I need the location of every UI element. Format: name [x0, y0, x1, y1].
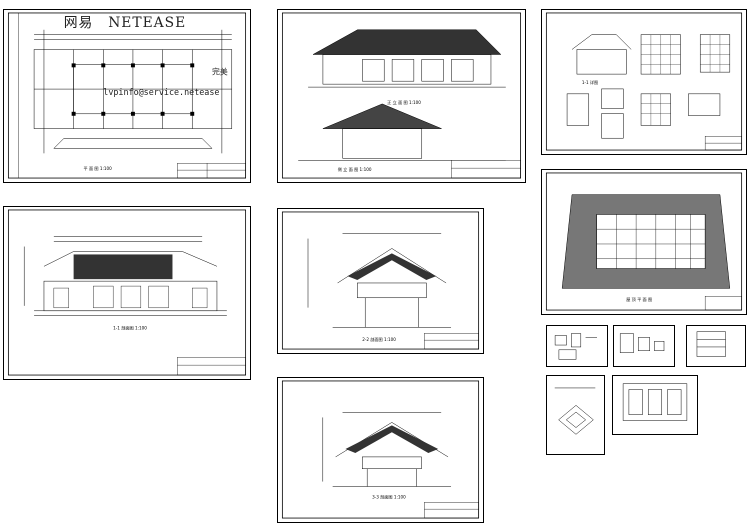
title-block: [177, 357, 246, 376]
detail-b-drawing: [619, 333, 665, 353]
sheet-floor-plan: 平 面 图 1:100 网易 NETEASE lvpinfo@service.n…: [3, 9, 251, 183]
watermark-slogan: 完美: [212, 66, 228, 76]
title-block: [424, 333, 479, 350]
elevation-drawing: 正 立 面 图 1:100 侧 立 面 图 1:100: [281, 12, 522, 179]
detail-a-drawing: [554, 333, 597, 360]
section-2-drawing: 2-2 剖面图 1:100: [281, 211, 480, 350]
sheet-detail-b: [613, 325, 675, 367]
title-block: [177, 163, 246, 179]
sheet-caption-2: 侧 立 面 图 1:100: [338, 166, 372, 172]
sheet-caption: 2-2 剖面图 1:100: [362, 336, 396, 342]
sheet-section-3: 3-3 剖面图 1:100: [277, 377, 484, 523]
sheet-caption: 1-1 详图: [582, 79, 598, 85]
sheet-caption: 屋 顶 平 面 图: [626, 296, 652, 302]
detail-e-drawing: [622, 383, 688, 421]
details-drawing: 1-1 详图: [545, 12, 743, 151]
sheet-detail-c: [686, 325, 746, 367]
sheet-section-2: 2-2 剖面图 1:100: [277, 208, 484, 354]
detail-c-drawing: [696, 331, 726, 357]
roof-plan-drawing: 屋 顶 平 面 图: [545, 172, 743, 311]
title-block: [704, 296, 742, 311]
long-section-drawing: 1-1 剖面图 1:100: [7, 209, 247, 376]
sheet-detail-e: [612, 375, 698, 435]
sheet-long-section: 1-1 剖面图 1:100: [3, 206, 251, 380]
floor-plan-drawing: 平 面 图 1:100 网易 NETEASE lvpinfo@service.n…: [7, 12, 247, 179]
sheet-caption: 平 面 图 1:100: [84, 165, 113, 171]
sheet-elevation: 正 立 面 图 1:100 侧 立 面 图 1:100: [277, 9, 526, 183]
watermark-brand-cn: 网易: [64, 15, 94, 31]
title-block: [424, 502, 479, 519]
section-3-drawing: 3-3 剖面图 1:100: [281, 380, 480, 519]
sheet-caption: 正 立 面 图 1:100: [387, 99, 421, 105]
watermark-email: lvpinfo@service.netease: [103, 87, 219, 97]
watermark-brand-en: NETEASE: [108, 15, 186, 31]
title-block: [451, 160, 521, 179]
sheet-details-top: 1-1 详图: [541, 9, 747, 155]
sheet-detail-d: [546, 375, 605, 455]
title-block: [704, 136, 742, 151]
sheet-roof-plan: 屋 顶 平 面 图: [541, 169, 747, 315]
sheet-detail-a: [546, 325, 608, 367]
sheet-caption: 1-1 剖面图 1:100: [113, 325, 147, 331]
sheet-caption: 3-3 剖面图 1:100: [372, 493, 406, 499]
detail-d-drawing: [554, 387, 596, 435]
